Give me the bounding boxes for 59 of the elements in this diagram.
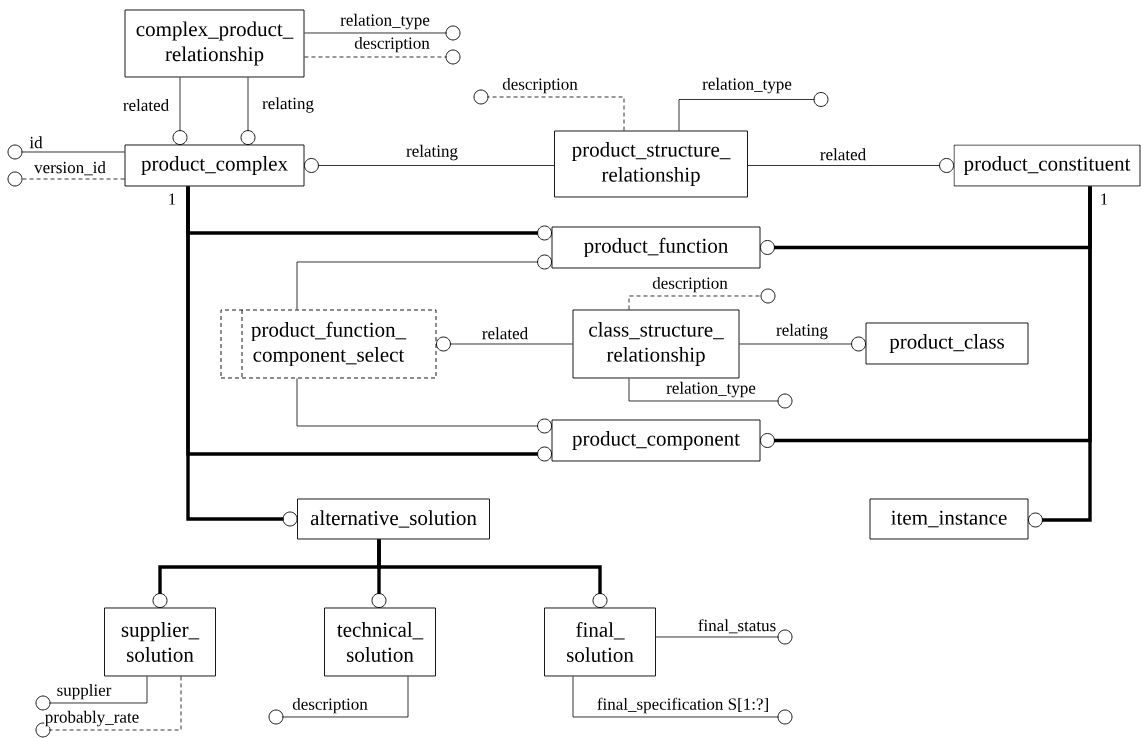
edge-label: final_status bbox=[697, 618, 777, 634]
relationship-line bbox=[296, 254, 552, 310]
attribute-line bbox=[628, 378, 793, 409]
edge-label: id bbox=[28, 135, 44, 149]
edge-label: relating bbox=[775, 323, 829, 340]
attribute-line bbox=[473, 89, 625, 131]
edge-label: relation_type bbox=[701, 77, 793, 94]
select-box: product_function_ component_select bbox=[220, 309, 437, 379]
edge-label: related bbox=[481, 326, 529, 340]
relationship-line bbox=[747, 158, 954, 173]
subtype-line bbox=[186, 186, 298, 527]
subtype-line bbox=[377, 539, 608, 608]
entity-box: product_function bbox=[551, 226, 761, 269]
relationship-line bbox=[296, 378, 552, 434]
edge-label: relation_type bbox=[339, 13, 431, 30]
edge-label: relation_type bbox=[665, 381, 757, 398]
edge-label: description bbox=[353, 36, 431, 53]
cardinality-label: 1 bbox=[1101, 193, 1108, 205]
edge-label: description bbox=[501, 77, 579, 94]
attribute-line bbox=[35, 676, 148, 711]
entity-box: product_class bbox=[865, 322, 1029, 365]
attribute-line bbox=[678, 92, 829, 131]
entity-box: product_complex bbox=[124, 144, 305, 187]
relationship-line bbox=[436, 336, 573, 352]
edge-label: supplier bbox=[56, 683, 112, 700]
relationship-line bbox=[739, 336, 866, 352]
entity-box: complex_product_ relationship bbox=[124, 9, 305, 78]
attribute-line bbox=[7, 144, 125, 160]
attribute-line bbox=[628, 288, 776, 310]
edge-label: relating bbox=[261, 96, 315, 114]
entity-box: item_instance bbox=[869, 498, 1029, 540]
edge-label: version_id bbox=[33, 160, 107, 176]
attribute-line bbox=[572, 676, 793, 725]
edge-label: related bbox=[819, 147, 867, 161]
relationship-line bbox=[240, 77, 256, 145]
attribute-line bbox=[7, 171, 125, 187]
edge-label: description bbox=[291, 697, 369, 714]
entity-box: product_structure_ relationship bbox=[554, 130, 748, 198]
relationship-line bbox=[304, 158, 555, 173]
entity-box: product_component bbox=[551, 419, 761, 462]
attribute-line bbox=[655, 629, 793, 645]
entity-box: supplier_ solution bbox=[104, 607, 216, 677]
edge-label: description bbox=[651, 276, 729, 293]
entity-box: product_constituent bbox=[953, 144, 1141, 187]
edge-label: relating bbox=[405, 144, 459, 161]
entity-box: class_structure_ relationship bbox=[572, 309, 740, 379]
cardinality-label: 1 bbox=[169, 193, 176, 205]
entity-box: alternative_solution bbox=[297, 498, 490, 540]
relationship-line bbox=[172, 77, 188, 145]
edge-label: probably_rate bbox=[44, 710, 140, 727]
subtype-line bbox=[1028, 186, 1092, 528]
attribute-line bbox=[268, 676, 409, 725]
edge-label: related bbox=[122, 98, 170, 112]
attribute-line bbox=[304, 49, 461, 65]
edge-label: final_specification S[1:?] bbox=[596, 697, 770, 714]
attribute-line bbox=[304, 25, 461, 41]
attribute-line bbox=[35, 676, 182, 738]
entity-box: final_ solution bbox=[544, 607, 656, 677]
entity-box: technical_ solution bbox=[324, 607, 436, 677]
